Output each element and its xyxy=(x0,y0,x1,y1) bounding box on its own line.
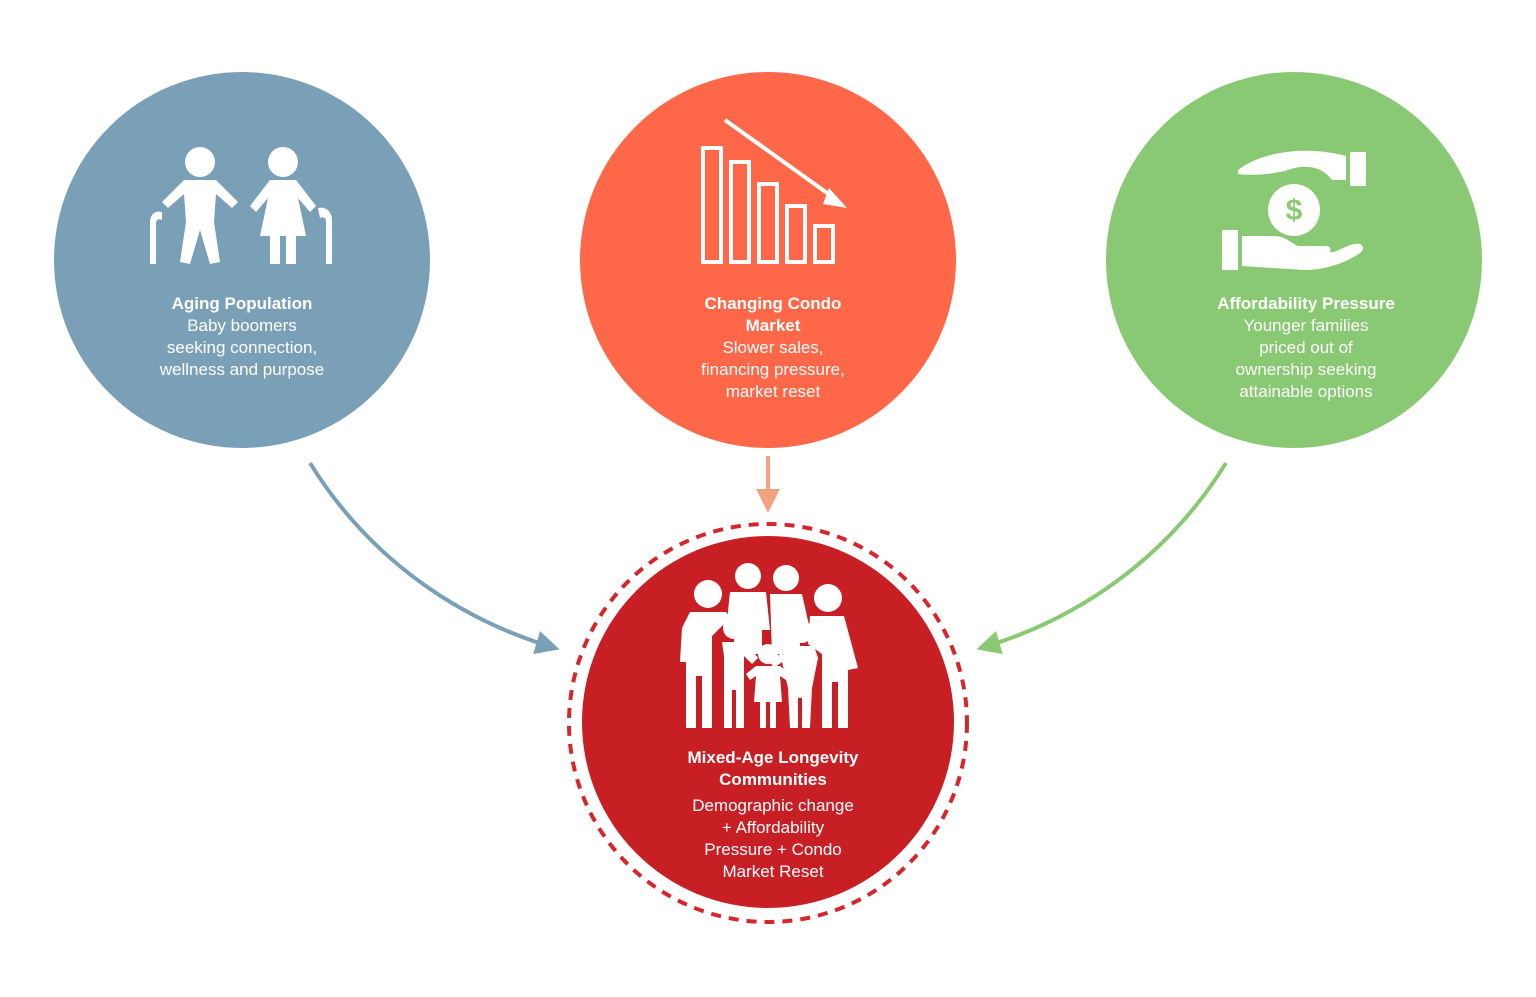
mixed-age-communities-description: Demographic change + Affordability Press… xyxy=(692,796,854,881)
condo-market-title: Changing Condo Market xyxy=(704,294,842,335)
aging-population-description: Baby boomers seeking connection, wellnes… xyxy=(159,316,325,379)
affordability-pressure-description: Younger families priced out of ownership… xyxy=(1235,316,1377,401)
aging-population-title: Aging Population xyxy=(171,294,313,313)
condo-market-description: Slower sales, financing pressure, market… xyxy=(701,338,845,401)
arrow-affordability-to-result xyxy=(976,461,1228,655)
mixed-age-communities-title: Mixed-Age Longevity Communities xyxy=(687,748,859,789)
aging-population-text: Aging Population Baby boomers seeking co… xyxy=(112,293,372,381)
svg-text:$: $ xyxy=(1286,194,1303,227)
arrow-aging-to-result xyxy=(308,461,560,655)
affordability-pressure-title: Affordability Pressure xyxy=(1217,294,1395,313)
affordability-pressure-text: Affordability Pressure Younger families … xyxy=(1176,293,1436,403)
multigenerational-family-icon xyxy=(680,563,858,728)
elderly-couple-icon xyxy=(150,147,332,264)
mixed-age-communities-text: Mixed-Age Longevity Communities Demograp… xyxy=(638,747,908,883)
aging-population-node xyxy=(54,72,430,448)
declining-bar-chart-icon xyxy=(701,118,847,264)
condo-market-text: Changing Condo Market Slower sales, fina… xyxy=(638,293,908,403)
mixed-age-communities-node xyxy=(582,536,954,908)
hands-dollar-icon: $ xyxy=(1222,150,1366,270)
result-dashed-ring xyxy=(567,522,969,924)
